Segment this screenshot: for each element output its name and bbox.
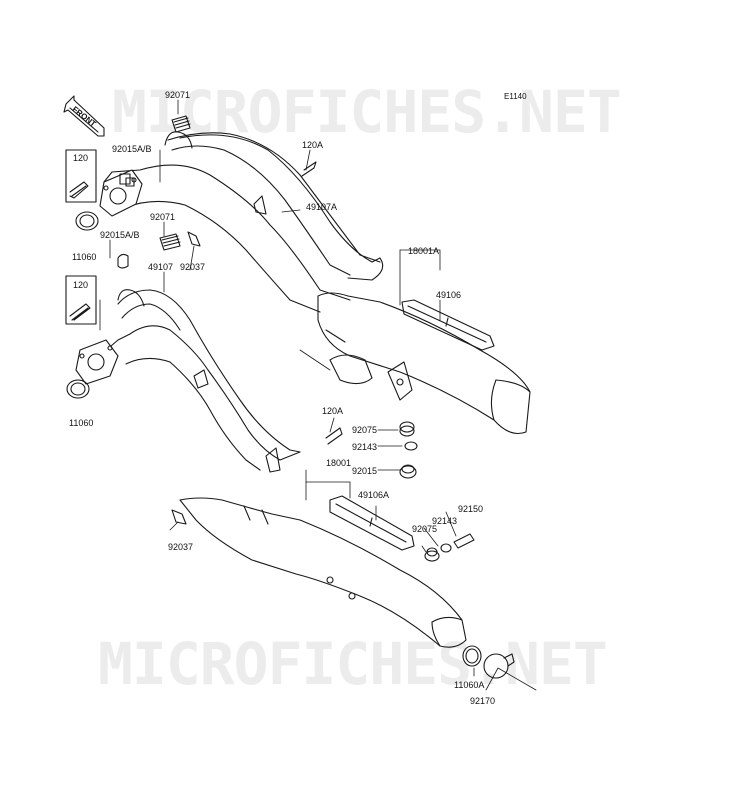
callout-92037-lower: 92037 xyxy=(168,542,194,552)
lower-gasket-11060 xyxy=(66,379,90,399)
callout-11060-upper: 11060 xyxy=(72,252,97,262)
upper-gasket-11060 xyxy=(75,211,99,231)
callout-18001: 18001 xyxy=(326,458,352,468)
pad-92071-top xyxy=(171,115,191,133)
callout-92143-lower: 92143 xyxy=(432,516,458,526)
collar-92143-upper xyxy=(404,441,418,451)
upper-bolt-120 xyxy=(65,149,97,203)
upper-muffler xyxy=(317,292,531,435)
bolt-92150 xyxy=(453,533,475,549)
grommet-92015 xyxy=(399,464,417,479)
callout-11060-lower: 11060 xyxy=(69,418,94,428)
callout-49107a: 49107A xyxy=(306,202,338,212)
callout-92170: 92170 xyxy=(470,696,496,706)
callout-92075-lower: 92075 xyxy=(412,524,438,534)
callout-120-upper: 120 xyxy=(73,153,89,163)
lower-flange xyxy=(75,339,119,385)
callout-120-lower: 120 xyxy=(73,280,89,290)
callout-92037-upper: 92037 xyxy=(180,262,206,272)
callout-92071-mid: 92071 xyxy=(150,212,176,222)
callout-92143-upper: 92143 xyxy=(352,442,378,452)
diagram-code: E1140 xyxy=(504,92,527,101)
upper-heat-shield xyxy=(401,299,495,351)
bolt-120a-lower xyxy=(325,427,343,445)
callout-92150: 92150 xyxy=(458,504,484,514)
clip-92037-lower xyxy=(171,509,187,525)
upper-exhaust-pipe xyxy=(103,131,384,313)
clip-92037-upper xyxy=(187,231,201,247)
lower-exhaust-pipe xyxy=(103,289,301,471)
clamp-92170 xyxy=(483,653,515,679)
callout-92071-top: 92071 xyxy=(165,90,191,100)
upper-flange xyxy=(99,169,143,217)
callout-92075-upper: 92075 xyxy=(352,425,378,435)
front-arrow-icon xyxy=(63,95,105,137)
callout-49106a: 49106A xyxy=(358,490,390,500)
callout-120a-upper: 120A xyxy=(302,140,324,150)
callout-18001a: 18001A xyxy=(408,246,440,256)
callout-49107: 49107 xyxy=(148,262,174,272)
watermark-bottom: MICROFICHES.NET xyxy=(98,630,608,698)
lower-muffler xyxy=(179,497,467,648)
grommet-92075-lower xyxy=(424,547,440,562)
callout-120a-lower: 120A xyxy=(322,406,344,416)
callout-49106: 49106 xyxy=(436,290,462,300)
lower-heat-shield xyxy=(329,495,415,551)
callout-92015: 92015 xyxy=(352,466,378,476)
collar-92143-lower xyxy=(440,543,452,553)
lower-bolt-120 xyxy=(65,275,97,325)
bolt-120a-upper xyxy=(253,161,317,215)
callout-92015ab-lower: 92015A/B xyxy=(100,230,140,240)
callout-11060a: 11060A xyxy=(454,680,485,690)
pad-92071-mid xyxy=(159,233,181,251)
gasket-11060a xyxy=(462,645,482,667)
upper-collar-92015 xyxy=(117,177,135,269)
watermark-top: MICROFICHES.NET xyxy=(112,78,622,146)
muffler-bracket-upper xyxy=(387,361,413,401)
lower-pipe-bracket xyxy=(193,369,281,473)
grommet-92075-upper xyxy=(399,421,415,437)
callout-92015ab-upper: 92015A/B xyxy=(112,144,152,154)
